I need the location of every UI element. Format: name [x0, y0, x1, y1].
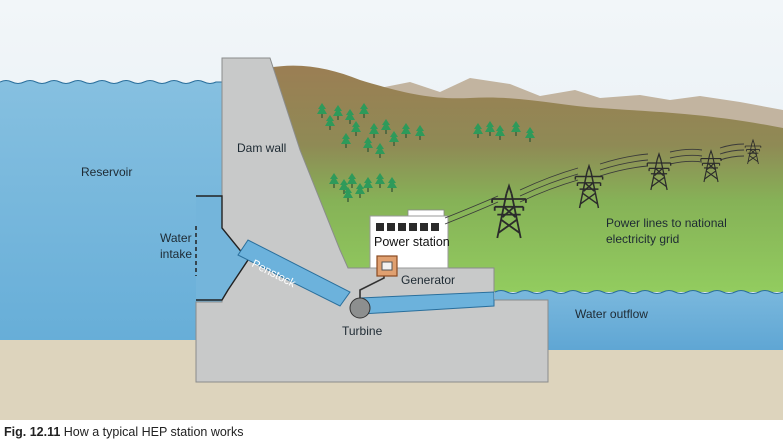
power-station-windows [376, 223, 439, 231]
power-lines-label-line1: Power lines to national [606, 216, 727, 230]
turbine [349, 297, 371, 319]
dam-wall-label: Dam wall [237, 141, 286, 155]
reservoir-label: Reservoir [81, 165, 132, 179]
figure-caption: Fig. 12.11 How a typical HEP station wor… [4, 425, 243, 439]
reservoir-surface [0, 80, 226, 84]
figure-number: Fig. 12.11 [4, 425, 61, 439]
water-outflow-label: Water outflow [575, 307, 648, 321]
outflow-surface [494, 290, 783, 294]
water-intake-label-line2: intake [160, 247, 192, 261]
water-intake-label-line1: Water [160, 231, 192, 245]
power-station-roof [407, 209, 445, 217]
water-intake-channel [196, 196, 248, 300]
power-lines [444, 143, 745, 225]
power-lines-label-line2: electricity grid [606, 232, 679, 246]
generator-label: Generator [401, 273, 455, 287]
outflow-water [495, 290, 783, 350]
turbine-label: Turbine [342, 324, 383, 338]
figure-caption-text: How a typical HEP station works [63, 425, 244, 439]
power-station-label: Power station [374, 235, 450, 249]
reservoir-water [0, 80, 226, 340]
generator-core [381, 261, 393, 271]
penstock-pipe [237, 239, 351, 307]
